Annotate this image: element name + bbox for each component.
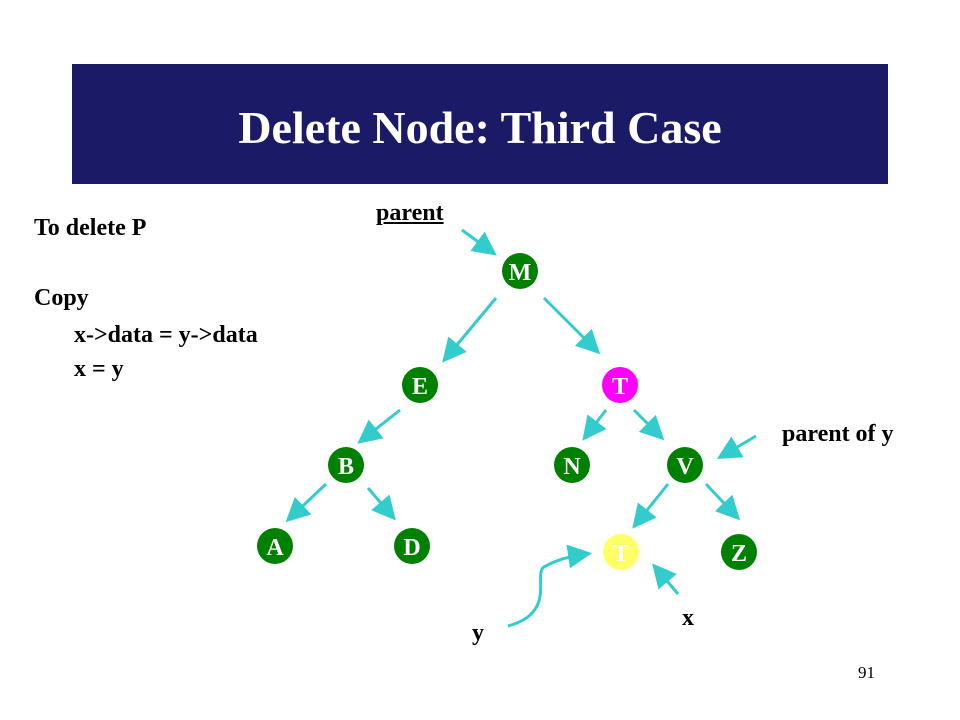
node-A: A	[257, 528, 293, 564]
node-T-parent: T	[602, 367, 638, 403]
node-D: D	[394, 528, 430, 564]
node-E: E	[402, 367, 438, 403]
node-N: N	[554, 447, 590, 483]
node-V: V	[667, 447, 703, 483]
edge-B-D	[366, 487, 396, 521]
y-label: y	[472, 620, 484, 646]
to-delete-text: To delete P	[34, 215, 147, 241]
node-M: M	[502, 253, 538, 289]
assign-statement: x = y	[74, 356, 124, 382]
copy-text: Copy	[34, 285, 89, 311]
node-label: Z	[731, 541, 747, 567]
edge-M-T	[542, 296, 601, 355]
edge-T-V	[632, 408, 665, 441]
node-label: V	[676, 454, 694, 480]
edge-V-T	[632, 483, 670, 529]
edge-T-N	[582, 409, 608, 441]
node-label: E	[412, 374, 428, 400]
slide-number: 91	[858, 663, 875, 682]
node-label: M	[509, 260, 532, 286]
node-label: D	[403, 535, 420, 561]
node-T-child: T	[603, 534, 639, 570]
node-label: A	[266, 535, 284, 561]
edge-M-E	[442, 297, 498, 363]
node-label: N	[563, 454, 581, 480]
parent-pointer-arrow	[461, 228, 497, 256]
y-pointer-arrow	[507, 544, 592, 628]
x-label: x	[682, 605, 694, 631]
node-B: B	[328, 447, 364, 483]
slide-title: Delete Node: Third Case	[238, 101, 722, 153]
edge-E-B	[357, 408, 401, 444]
edge-B-A	[285, 482, 328, 523]
node-label: T	[612, 374, 628, 400]
title-bar: Delete Node: Third Case	[72, 64, 888, 184]
copy-data-statement: x->data = y->data	[74, 322, 258, 348]
parent-of-y-label: parent of y	[782, 421, 894, 447]
node-label: T	[613, 541, 629, 567]
node-Z: Z	[721, 534, 757, 570]
parent-label: parent	[376, 200, 444, 226]
x-pointer-arrow	[652, 563, 680, 595]
node-label: B	[338, 454, 354, 480]
parent-of-y-pointer-arrow	[716, 434, 757, 460]
edge-V-Z	[704, 482, 741, 521]
